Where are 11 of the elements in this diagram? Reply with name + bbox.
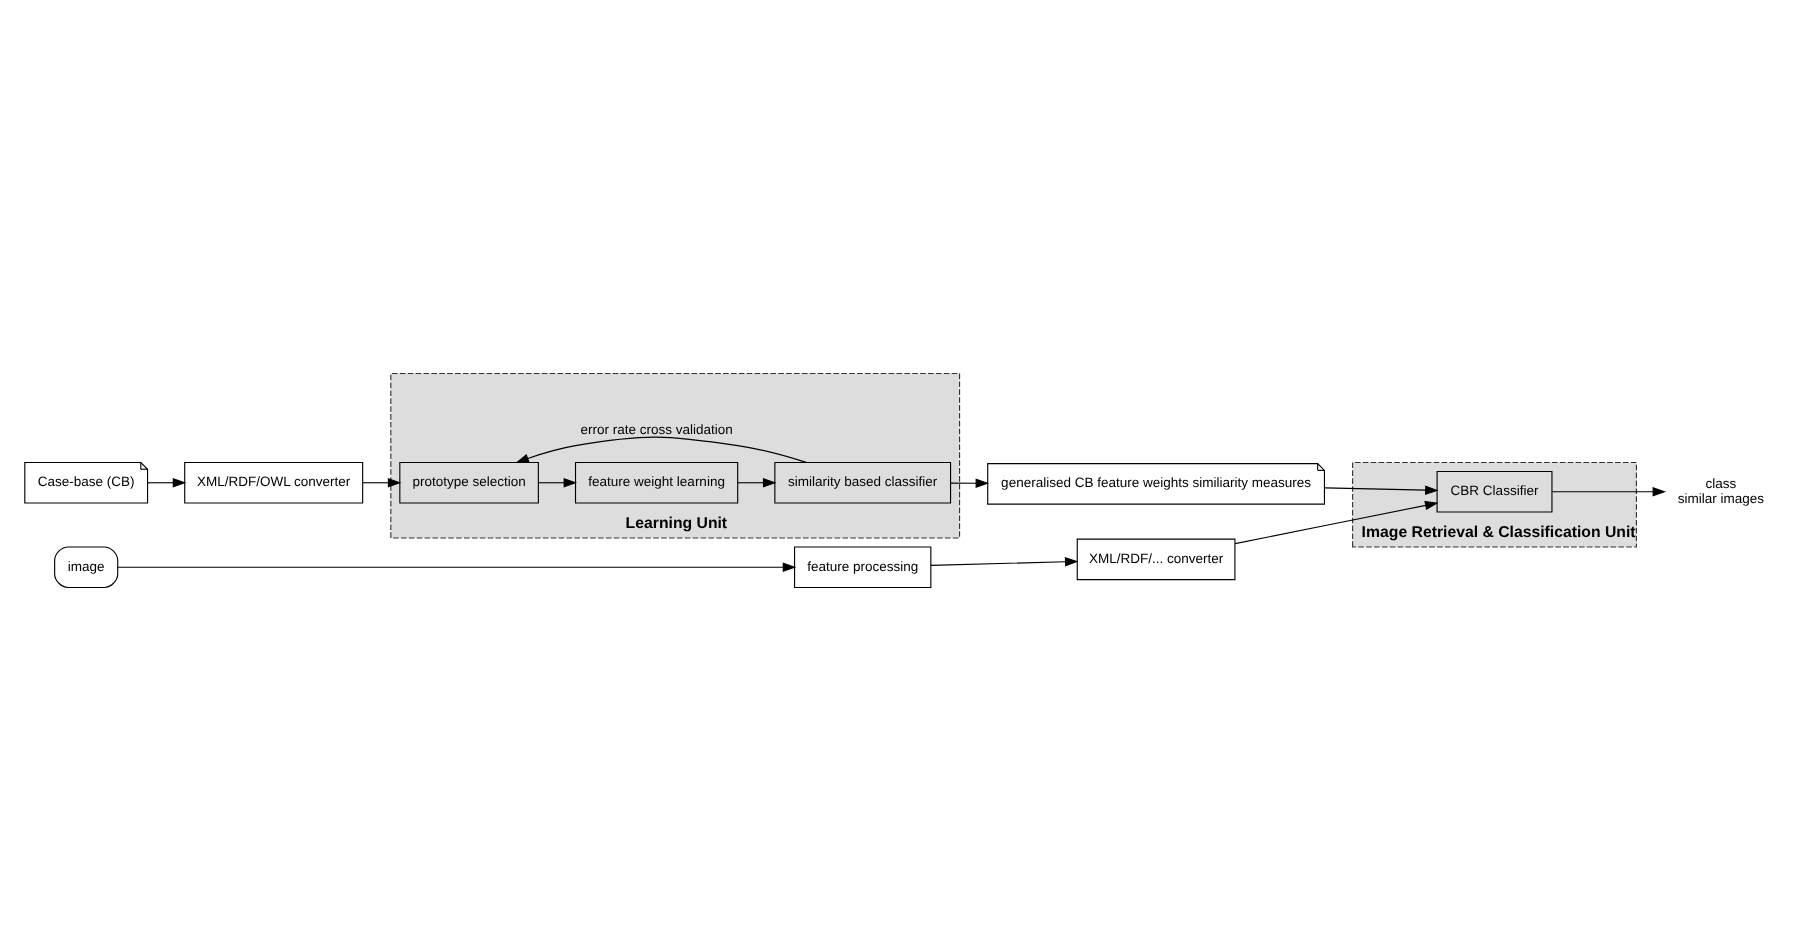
arrow <box>1324 485 1439 495</box>
arrow <box>362 478 402 488</box>
arrow <box>515 436 807 463</box>
arrow <box>737 478 777 488</box>
arrow <box>147 478 187 488</box>
arrow <box>950 478 990 488</box>
arrow <box>1234 500 1439 545</box>
arrow <box>1551 487 1667 497</box>
arrow <box>117 562 797 572</box>
arrow <box>538 478 578 488</box>
arrow <box>930 557 1079 567</box>
